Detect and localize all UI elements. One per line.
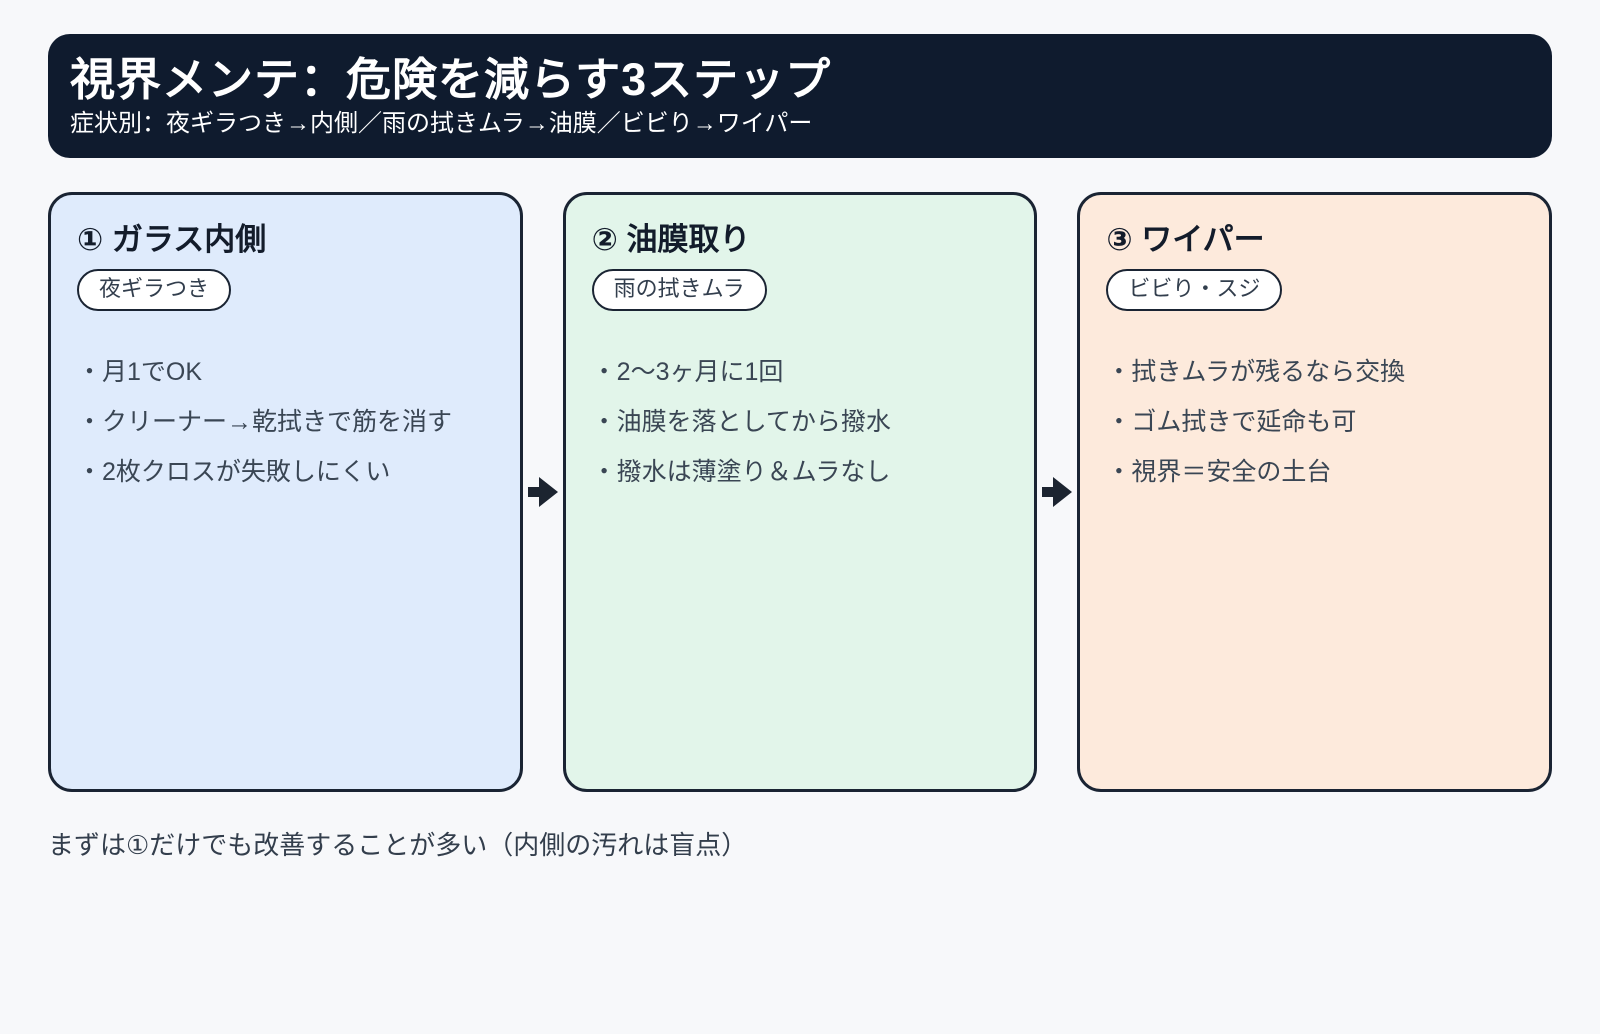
bullet-item: ・油膜を落としてから撥水 <box>591 408 891 436</box>
page-subtitle: 症状別：夜ギラつき→内側／雨の拭きムラ→油膜／ビビり→ワイパー <box>70 110 813 137</box>
bullet-list: ・月1でOK ・クリーナー→乾拭きで筋を消す ・2枚クロスが失敗しにくい <box>77 347 494 497</box>
bullet-item: ・2枚クロスが失敗しにくい <box>77 458 391 486</box>
steps-row: ① ガラス内側 夜ギラつき ・月1でOK ・クリーナー→乾拭きで筋を消す ・2枚… <box>48 192 1553 792</box>
bullet-item: ・月1でOK <box>77 358 203 386</box>
step-card-3: ③ ワイパー ビビり・スジ ・拭きムラが残るなら交換 ・ゴム拭きで延命も可 ・視… <box>1077 192 1553 792</box>
bullet-item: ・2〜3ヶ月に1回 <box>591 358 784 386</box>
step-heading: ③ ワイパー <box>1106 222 1265 257</box>
step-heading: ① ガラス内側 <box>77 222 267 257</box>
symptom-badge: 雨の拭きムラ <box>591 269 767 311</box>
symptom-badge: ビビり・スジ <box>1106 269 1283 311</box>
bullet-list: ・拭きムラが残るなら交換 ・ゴム拭きで延命も可 ・視界＝安全の土台 <box>1106 347 1523 497</box>
bullet-item: ・視界＝安全の土台 <box>1106 458 1332 486</box>
bullet-item: ・クリーナー→乾拭きで筋を消す <box>77 408 453 436</box>
step-card-2: ② 油膜取り 雨の拭きムラ ・2〜3ヶ月に1回 ・油膜を落としてから撥水 ・撥水… <box>562 192 1038 792</box>
connector-gap <box>1037 192 1077 792</box>
footer-note: まずは①だけでも改善することが多い（内側の汚れは盲点） <box>48 830 748 860</box>
symptom-badge: 夜ギラつき <box>77 269 232 311</box>
bullet-item: ・ゴム拭きで延命も可 <box>1106 408 1357 436</box>
bullet-item: ・拭きムラが残るなら交換 <box>1106 358 1406 386</box>
page-title: 視界メンテ：危険を減らす3ステップ <box>70 54 832 105</box>
header-banner: 視界メンテ：危険を減らす3ステップ 症状別：夜ギラつき→内側／雨の拭きムラ→油膜… <box>48 34 1552 158</box>
step-heading: ② 油膜取り <box>591 222 751 257</box>
step-card-1: ① ガラス内側 夜ギラつき ・月1でOK ・クリーナー→乾拭きで筋を消す ・2枚… <box>48 192 523 792</box>
arrow-right-icon <box>527 477 558 507</box>
connector-gap <box>523 192 563 792</box>
arrow-right-icon <box>1042 477 1073 507</box>
bullet-list: ・2〜3ヶ月に1回 ・油膜を落としてから撥水 ・撥水は薄塗り＆ムラなし <box>592 347 1009 497</box>
bullet-item: ・撥水は薄塗り＆ムラなし <box>591 458 891 486</box>
